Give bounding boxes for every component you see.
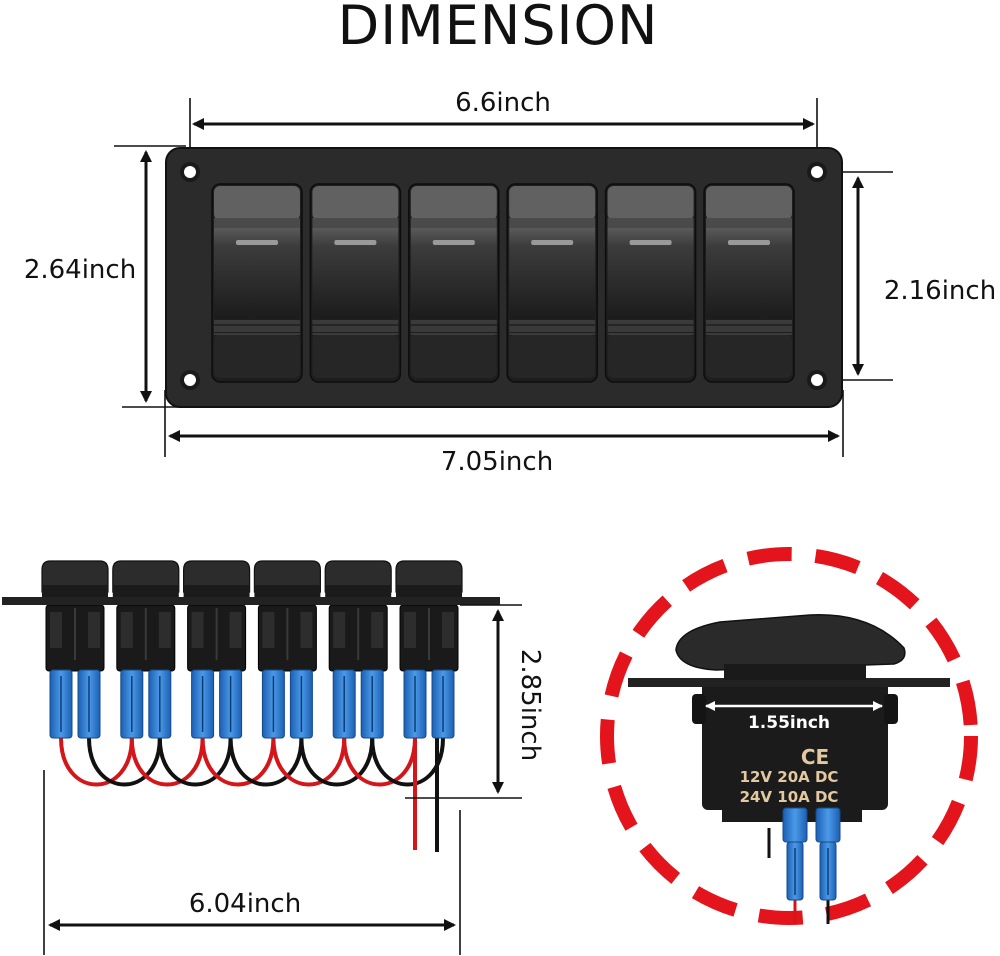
rocker-cap <box>675 614 906 671</box>
front-panel-view: 6.6inch 2.64inch 2.16inch 7.05inch <box>24 88 996 477</box>
hole-height-label: 2.16inch <box>884 276 996 306</box>
spade-connector-icon <box>289 669 313 739</box>
led-indicator-icon <box>334 240 377 245</box>
rocker-switch <box>703 183 795 383</box>
rating-24v-label: 24V 10A DC <box>740 788 839 806</box>
rocker-switch-group <box>211 183 795 383</box>
depth-label: 2.85inch <box>515 649 545 761</box>
switch-body <box>702 682 888 810</box>
led-indicator-icon <box>432 240 475 245</box>
spade-connector-icon <box>261 669 285 739</box>
switch-width-label: 1.55inch <box>748 713 830 733</box>
rocker-switch <box>604 183 697 383</box>
led-indicator-icon <box>629 240 672 245</box>
side-switch <box>112 560 180 739</box>
side-switch <box>41 560 109 739</box>
spade-connector-icon <box>120 669 144 739</box>
panel-width-label: 7.05inch <box>441 447 553 477</box>
side-switch <box>395 560 463 739</box>
page-title: DIMENSION <box>338 0 659 57</box>
spade-connector-icon <box>360 669 384 739</box>
side-switch <box>253 560 321 739</box>
spade-connector-icon <box>77 669 101 739</box>
detail-panel-plate <box>628 678 950 687</box>
rocker-switch <box>211 183 303 383</box>
spade-connector-icon <box>191 669 215 739</box>
spade-connector-icon <box>332 669 356 739</box>
spade-connector-icon <box>782 807 808 901</box>
side-panel-plate <box>2 597 500 605</box>
spade-connector-icon <box>219 669 243 739</box>
rocker-switch <box>408 183 500 383</box>
led-indicator-icon <box>531 240 574 245</box>
panel-height-label: 2.64inch <box>24 255 136 285</box>
zoom-dashed-circle <box>600 547 978 925</box>
side-view: 2.85inch 6.04inch <box>2 560 545 955</box>
body-width-label: 6.04inch <box>189 889 301 919</box>
rating-12v-label: 12V 20A DC <box>740 768 839 786</box>
mounting-hole-icon <box>807 370 827 390</box>
led-indicator-icon <box>728 240 770 245</box>
mounting-hole-icon <box>180 370 200 390</box>
switch-detail-view: 1.55inch CE 12V 20A DC 24V 10A DC <box>600 547 978 925</box>
mounting-hole-icon <box>180 162 200 182</box>
top-hole-width-label: 6.6inch <box>455 88 551 118</box>
rocker-switch <box>309 183 402 383</box>
side-switch <box>324 560 392 739</box>
rocker-switch <box>506 183 598 383</box>
led-indicator-icon <box>236 240 278 245</box>
spade-connector-icon <box>49 669 73 739</box>
spade-connector-icon <box>403 669 427 739</box>
spade-connector-icon <box>148 669 172 739</box>
spade-connector-icon <box>431 669 455 739</box>
side-switch <box>183 560 251 739</box>
mounting-hole-icon <box>807 162 827 182</box>
spade-connector-icon <box>815 807 841 901</box>
wire-harness <box>59 737 445 852</box>
side-switch-group <box>41 560 463 739</box>
ce-mark: CE <box>801 745 829 769</box>
